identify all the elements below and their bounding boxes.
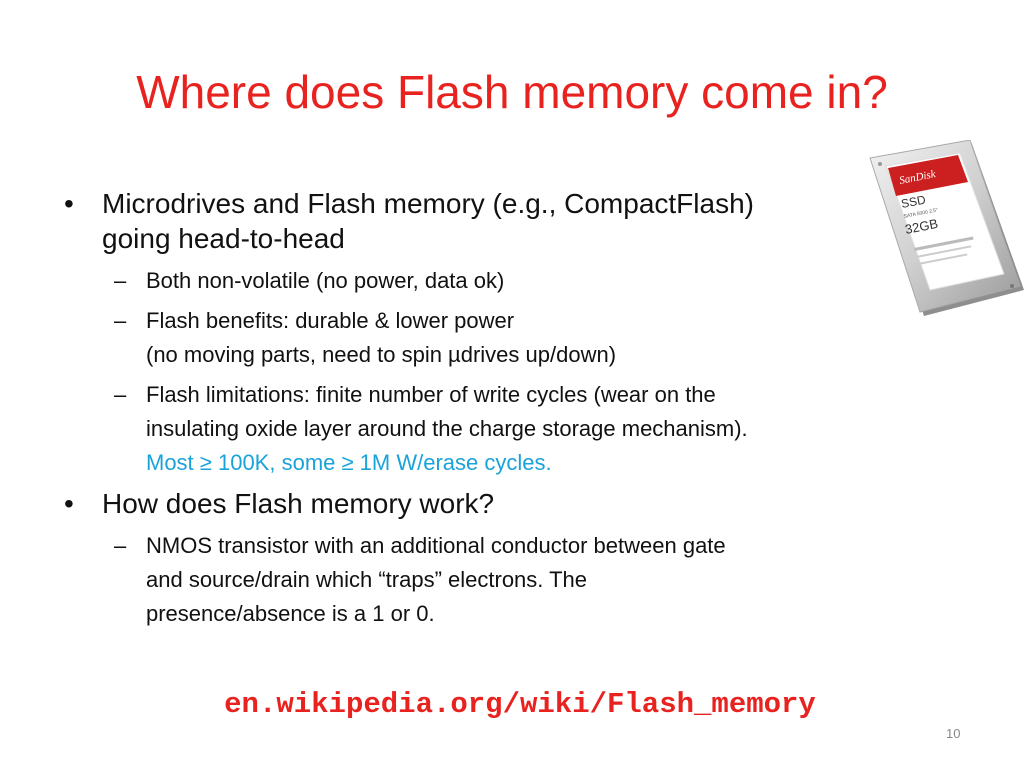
ssd-drive-image: SanDisk SSD SATA 5000 2.5" 32GB [869, 140, 1024, 316]
sub-bullet-text-line: and source/drain which “traps” electrons… [146, 567, 588, 592]
sub-bullet-dash: – [114, 308, 127, 333]
sub-bullet-text-line: Flash benefits: durable & lower power [146, 308, 515, 333]
page-number: 10 [946, 726, 961, 741]
sub-bullet-text-line: Flash limitations: finite number of writ… [146, 382, 716, 407]
bullet-dot: • [64, 188, 74, 219]
bullet-item: • How does Flash memory work? [64, 486, 944, 521]
ssd-type-label: SSD [900, 192, 927, 211]
sub-bullet-item: – Flash limitations: finite number of wr… [64, 378, 944, 480]
sub-bullet-dash: – [114, 382, 127, 407]
bullet-text-line: going head-to-head [102, 223, 345, 254]
sub-bullet-item: – Flash benefits: durable & lower power … [64, 304, 944, 372]
sub-bullet-text-line: Both non-volatile (no power, data ok) [146, 268, 505, 293]
sub-bullet-item: – NMOS transistor with an additional con… [64, 529, 944, 631]
bullet-text-line: How does Flash memory work? [102, 488, 495, 519]
bullet-text-line: Microdrives and Flash memory (e.g., Comp… [102, 188, 754, 219]
bullet-item: • Microdrives and Flash memory (e.g., Co… [64, 186, 944, 256]
sub-bullet-text-line: NMOS transistor with an additional condu… [146, 533, 726, 558]
slide-title: Where does Flash memory come in? [136, 66, 888, 118]
bullet-dot: • [64, 488, 74, 519]
sub-bullet-item: – Both non-volatile (no power, data ok) [64, 264, 944, 298]
wikipedia-link[interactable]: en.wikipedia.org/wiki/Flash_memory [224, 688, 816, 721]
sub-bullet-dash: – [114, 533, 127, 558]
sub-bullet-text-line: presence/absence is a 1 or 0. [146, 601, 435, 626]
ssd-capacity-label: 32GB [904, 216, 940, 237]
sub-bullet-text-line: (no moving parts, need to spin µdrives u… [146, 342, 617, 367]
highlighted-cycle-note: Most ≥ 100K, some ≥ 1M W/erase cycles. [146, 450, 552, 475]
slide-body: • Microdrives and Flash memory (e.g., Co… [64, 186, 944, 637]
sub-bullet-dash: – [114, 268, 127, 293]
sub-bullet-text-line: insulating oxide layer around the charge… [146, 416, 748, 441]
